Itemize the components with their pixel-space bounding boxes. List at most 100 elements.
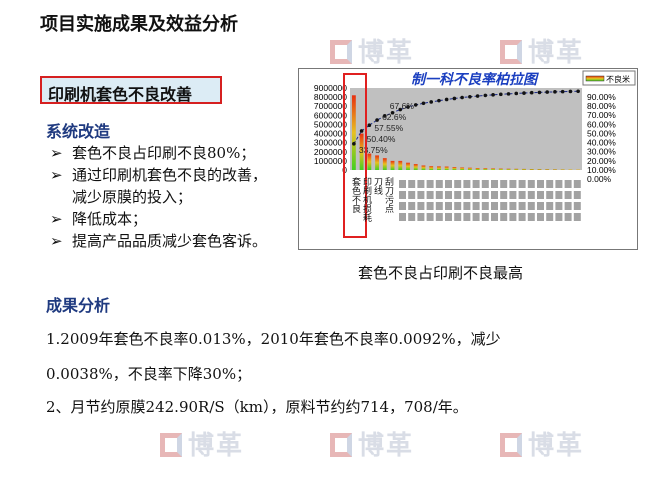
cumulative-point <box>468 94 472 99</box>
bullet-item: ➢提高产品品质减少套色客诉。 <box>50 232 268 250</box>
cumulative-point <box>491 93 495 97</box>
bar <box>444 166 449 170</box>
cumulative-point <box>383 114 387 118</box>
right-tick-label: 10.00% <box>587 165 616 175</box>
right-tick-label: 0.00% <box>587 174 612 184</box>
system-heading: 系统改造 <box>46 122 111 141</box>
left-tick-label: 3000000 <box>314 138 347 148</box>
category-label-glyph <box>537 180 544 188</box>
category-label-glyph <box>481 191 489 199</box>
category-label-glyph <box>408 202 416 210</box>
result-line: 0.0038%，不良率下降30%； <box>46 365 252 383</box>
category-label-glyph <box>573 191 581 199</box>
cumulative-point <box>553 90 557 94</box>
category-label-glyph <box>481 213 489 221</box>
category-label-glyph <box>426 202 434 210</box>
watermark-logo: 博革 <box>500 32 584 69</box>
category-label-glyph <box>527 180 535 188</box>
category-label-glyph <box>408 213 416 221</box>
cumulative-point <box>406 105 410 109</box>
bullet-item: ➢降低成本； <box>50 210 148 228</box>
cumulative-point <box>398 107 403 112</box>
category-label: 刮刀污点 <box>383 177 393 213</box>
category-label-glyph <box>500 180 508 188</box>
point-label: 67.6% <box>390 101 415 111</box>
bullet-item: ➢通过印刷机套色不良的改善， <box>50 166 268 184</box>
right-tick-label: 50.00% <box>587 128 616 138</box>
category-label-glyph <box>463 213 471 221</box>
bar <box>375 155 379 170</box>
category-label-glyph <box>454 202 462 210</box>
category-label-glyph <box>518 213 526 221</box>
bar <box>560 169 565 170</box>
category-label-glyph <box>472 191 480 199</box>
left-tick-label: 1000000 <box>314 156 347 166</box>
left-tick-label: 4000000 <box>314 129 347 139</box>
result-line: 1.2009年套色不良率0.013%，2010年套色不良率0.0092%，减少 <box>46 330 501 348</box>
left-tick-label: 7000000 <box>314 101 347 111</box>
chart-title: 制一科不良率柏拉图 <box>411 71 539 88</box>
cumulative-point <box>545 90 549 94</box>
point-label: 57.55% <box>374 123 403 133</box>
category-label-glyph <box>417 213 425 221</box>
category-label-glyph <box>399 191 406 199</box>
category-label-glyph <box>481 180 489 188</box>
category-label-glyph <box>417 180 425 188</box>
cumulative-point <box>514 91 519 96</box>
left-tick-label: 5000000 <box>314 119 347 129</box>
section-box: 印刷机套色不良改善 <box>40 76 222 104</box>
point-label: 50.40% <box>367 134 396 144</box>
category-label-glyph <box>463 180 471 188</box>
category-label-glyph <box>463 202 471 210</box>
right-tick-label: 60.00% <box>587 119 616 129</box>
bar <box>359 133 364 170</box>
category-label: 刀线 <box>372 177 382 195</box>
highlight-box <box>343 73 367 238</box>
category-label-glyph <box>491 180 498 188</box>
left-tick-label: 9000000 <box>314 83 347 93</box>
category-label-glyph <box>573 213 581 221</box>
point-label: 62.6% <box>382 112 407 122</box>
category-label-glyph <box>564 180 572 188</box>
category-label-glyph <box>500 213 508 221</box>
category-label-glyph <box>435 191 443 199</box>
cumulative-point <box>352 141 356 146</box>
category-label-glyph <box>491 202 498 210</box>
point-label: 33.75% <box>359 145 388 155</box>
pareto-chart-svg: 制一科不良率柏拉图9000000800000070000006000000500… <box>314 70 636 238</box>
cumulative-point <box>483 93 488 98</box>
cumulative-point <box>444 97 449 102</box>
bar <box>421 165 426 170</box>
bar <box>506 168 511 170</box>
category-label-glyph <box>537 202 544 210</box>
category-label-glyph <box>435 180 443 188</box>
category-label-glyph <box>518 202 526 210</box>
cumulative-point <box>421 101 426 106</box>
cumulative-point <box>576 89 580 94</box>
category-label-glyph <box>445 191 452 199</box>
bar <box>398 160 403 170</box>
category-label-glyph <box>509 180 517 188</box>
bullet-item: ➢套色不良占印刷不良80%； <box>50 144 256 162</box>
bullet-item: 减少原膜的投入； <box>72 188 193 206</box>
bar <box>382 158 387 170</box>
bar <box>529 168 534 170</box>
legend-label: 不良米 <box>606 74 630 84</box>
category-label-glyph <box>500 202 508 210</box>
cumulative-point <box>499 92 503 97</box>
category-label-glyph <box>573 180 581 188</box>
bar <box>537 169 542 170</box>
cumulative-point <box>413 103 418 107</box>
bar <box>568 169 573 170</box>
category-label-glyph <box>573 202 581 210</box>
category-label-glyph <box>500 191 508 199</box>
category-label-glyph <box>445 202 452 210</box>
right-tick-label: 80.00% <box>587 101 616 111</box>
cumulative-point <box>375 118 379 122</box>
page-title: 项目实施成果及效益分析 <box>40 14 238 35</box>
category-label-glyph <box>546 191 554 199</box>
cumulative-point <box>522 91 526 95</box>
category-label-glyph <box>454 191 462 199</box>
category-label-glyph <box>527 213 535 221</box>
left-tick-label: 6000000 <box>314 110 347 120</box>
